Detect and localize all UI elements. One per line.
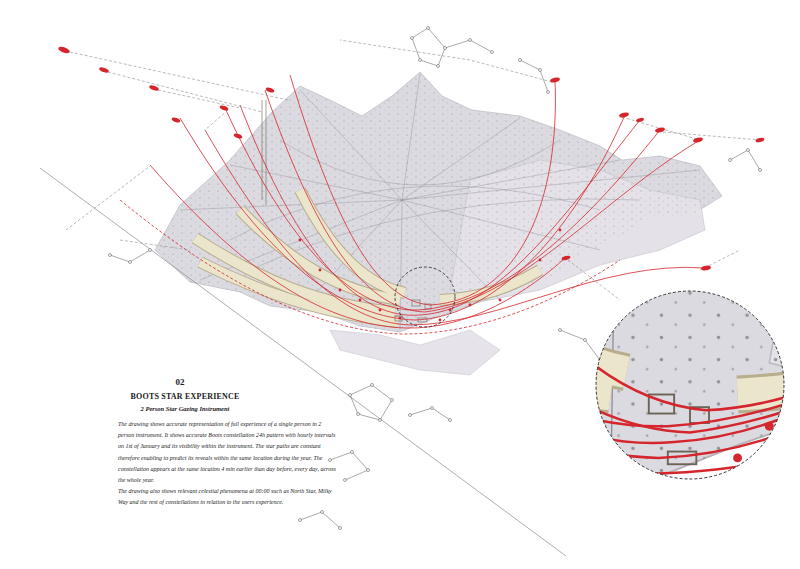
detail-marker [395,267,455,327]
sheet-title: BOOTS STAR EXPERIENCE [110,392,260,401]
sheet-number: 02 [150,377,210,387]
description-text: The drawing shows accurate representatio… [118,419,338,486]
projection-lines [66,40,760,300]
star-markers [57,46,764,272]
star-path-curves [120,75,705,334]
description-text: The drawing also shows relevant celestia… [118,486,338,508]
axis-line [40,168,566,556]
sheet-subtitle: 2 Person Star Gazing Instrument [110,405,260,412]
